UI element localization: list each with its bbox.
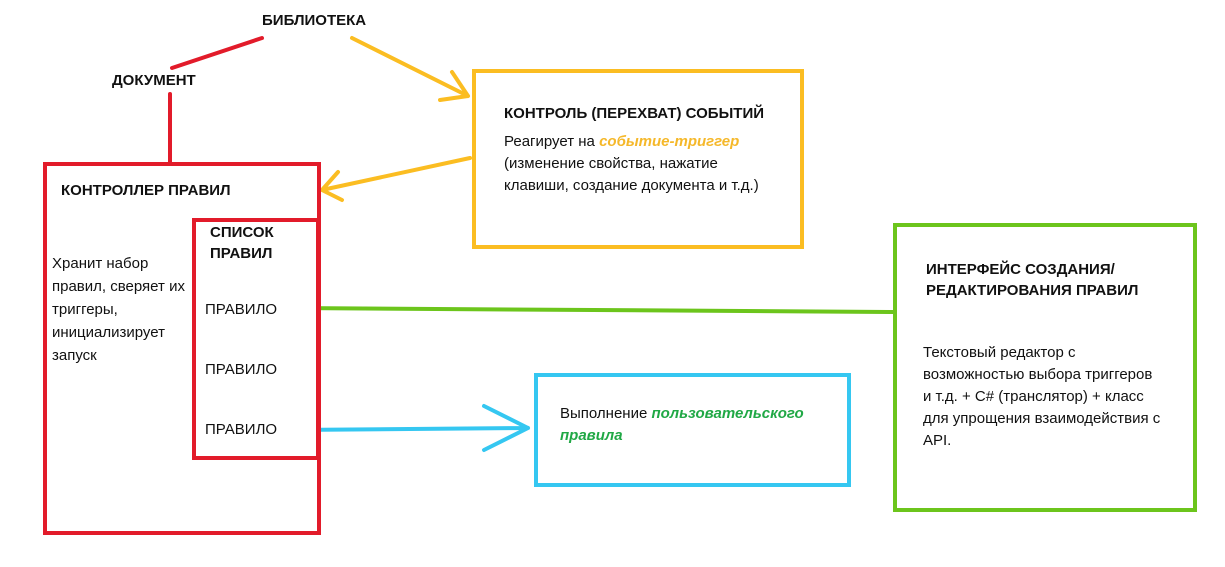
events-control-box: КОНТРОЛЬ (ПЕРЕХВАТ) СОБЫТИЙ Реагирует на… [472, 69, 804, 249]
rule-editor-box: ИНТЕРФЕЙС СОЗДАНИЯ/РЕДАКТИРОВАНИЯ ПРАВИЛ… [893, 223, 1197, 512]
library-events-arrow [350, 36, 470, 102]
controller-description: Хранит набор правил, сверяет их триггеры… [52, 255, 185, 364]
rule-editor-link [290, 306, 895, 314]
events-text-before: Реагирует на [504, 133, 600, 150]
execution-box: Выполнение пользовательского правила [534, 373, 851, 487]
editor-description: Текстовый редактор с возможностью выбора… [923, 344, 1161, 449]
events-controller-arrow [320, 156, 472, 202]
events-description: Реагирует на событие-триггер (изменение … [504, 131, 784, 197]
events-title: КОНТРОЛЬ (ПЕРЕХВАТ) СОБЫТИЙ [504, 105, 765, 122]
document-library-link [170, 36, 264, 70]
rule-item: ПРАВИЛО [205, 361, 278, 378]
events-text-after: (изменение свойства, нажатие клавиши, со… [504, 155, 759, 194]
editor-title: ИНТЕРФЕЙС СОЗДАНИЯ/РЕДАКТИРОВАНИЯ ПРАВИЛ [926, 261, 1139, 299]
document-label: ДОКУМЕНТ [112, 72, 196, 89]
rules-list-box: СПИСОК ПРАВИЛ ПРАВИЛО ПРАВИЛО ПРАВИЛО [192, 218, 320, 460]
execution-text-before: Выполнение [560, 405, 652, 422]
execution-highlight: пользовательского правила [560, 405, 804, 444]
controller-title: КОНТРОЛЛЕР ПРАВИЛ [61, 182, 231, 199]
execution-text: Выполнение пользовательского правила [560, 403, 840, 447]
library-label: БИБЛИОТЕКА [262, 12, 367, 29]
rule-item: ПРАВИЛО [205, 421, 278, 438]
events-trigger-highlight: событие-триггер [599, 133, 740, 150]
rule-execution-arrow [290, 404, 530, 452]
rule-item: ПРАВИЛО [205, 301, 278, 318]
rules-list-title: СПИСОК ПРАВИЛ [210, 224, 274, 262]
